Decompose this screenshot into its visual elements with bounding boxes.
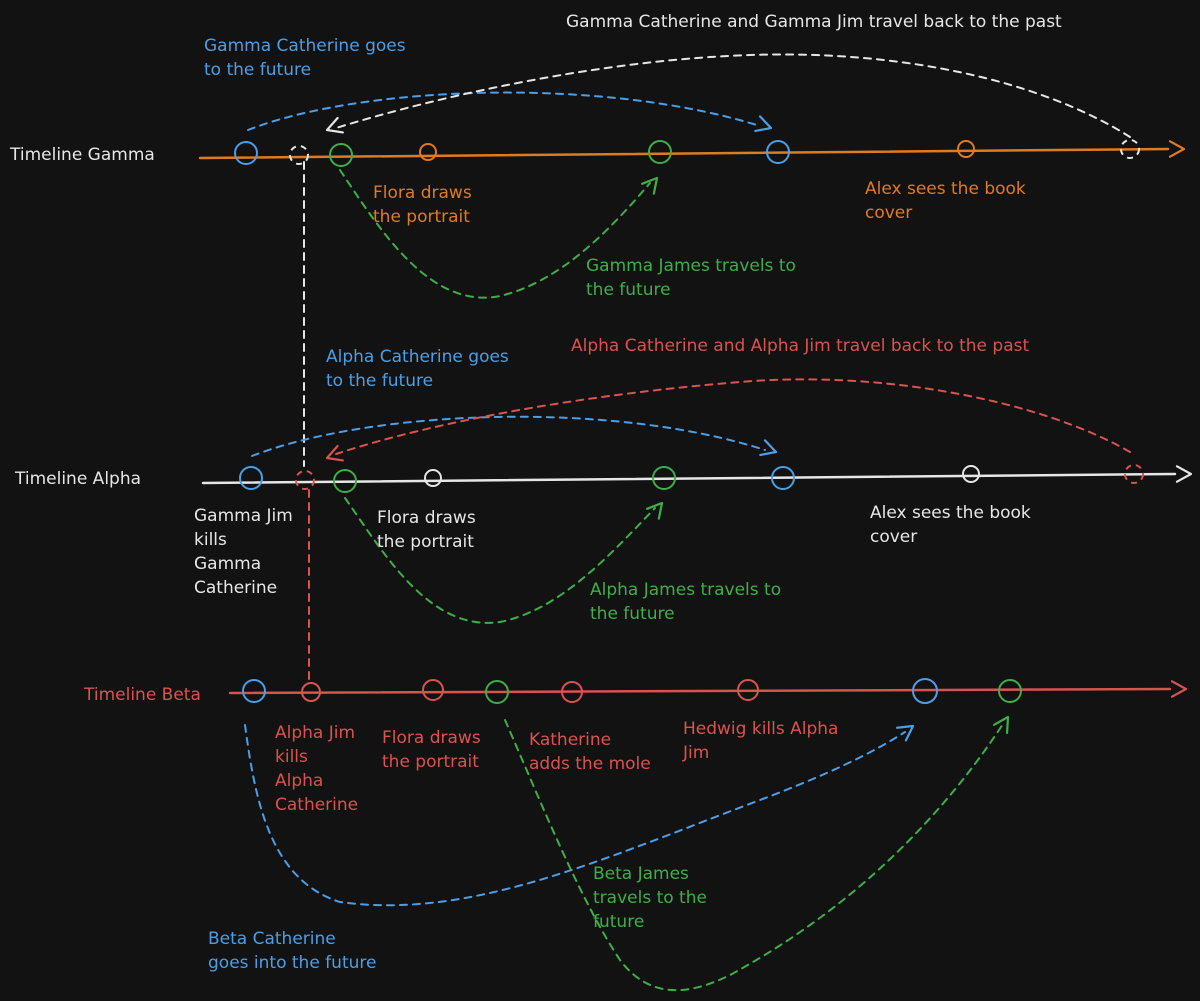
alpha-travel-back-label: Alpha Catherine and Alpha Jim travel bac… (571, 336, 1030, 356)
timeline-gamma-arrowhead (1168, 140, 1186, 158)
beta-catherine-start-node (242, 679, 266, 703)
alpha-james-arc (344, 497, 656, 624)
gamma-catherine-arrowhead (754, 115, 773, 133)
alpha-james-label: Alpha James travels to the future (590, 580, 782, 624)
timeline-beta-label: Timeline Beta (84, 685, 201, 705)
gamma-catherine-arc (247, 91, 761, 131)
alpha-flora-node (424, 469, 442, 487)
beta-james-end-node (998, 679, 1022, 703)
timeline-beta-arrowhead (1170, 680, 1188, 698)
alpha-alex-node (962, 465, 980, 483)
timeline-alpha-arrowhead (1175, 465, 1193, 483)
timeline-gamma-label: Timeline Gamma (10, 145, 155, 165)
beta-flora-label: Flora draws the portrait (382, 728, 481, 772)
gamma-departure-node (1120, 139, 1140, 159)
beta-james-arc (504, 719, 1004, 992)
alpha-james-start-node (333, 469, 357, 493)
alpha-catherine-start-node (239, 466, 263, 490)
gamma-travel-back-arrowhead (325, 116, 344, 134)
beta-catherine-end-node (912, 678, 938, 704)
beta-james-start-node (485, 680, 509, 704)
beta-james-label: Beta James travels to the future (593, 864, 707, 932)
gamma-travel-back-arc (335, 53, 1131, 138)
gamma-flora-node (419, 143, 437, 161)
gamma-alex-label: Alex sees the book cover (865, 179, 1026, 223)
timeline-beta-axis (228, 687, 1172, 695)
beta-catherine-arrowhead (895, 724, 915, 742)
gamma-travel-back-label: Gamma Catherine and Gamma Jim travel bac… (566, 12, 1062, 32)
timeline-alpha-axis (201, 472, 1177, 485)
alpha-travel-back-arrowhead (325, 444, 344, 462)
gamma-james-arrowhead (640, 176, 659, 195)
alpha-catherine-arrowhead (759, 439, 778, 457)
alpha-kills-label: Gamma Jim kills Gamma Catherine (194, 506, 293, 598)
beta-hedwig-label: Hedwig kills Alpha Jim (683, 719, 839, 763)
gamma-james-arc (339, 169, 651, 299)
gamma-alex-node (957, 140, 975, 158)
gamma-catherine-start-node (234, 141, 258, 165)
gamma-james-label: Gamma James travels to the future (586, 256, 796, 300)
beta-catherine-future-label: Beta Catherine goes into the future (208, 929, 377, 973)
gamma-catherine-future-label: Gamma Catherine goes to the future (204, 36, 406, 80)
alpha-arrival-node (295, 470, 315, 490)
beta-katherine-label: Katherine adds the mole (529, 730, 651, 774)
alpha-alex-label: Alex sees the book cover (870, 503, 1031, 547)
gamma-arrival-node (289, 145, 309, 165)
alpha-james-arrowhead (645, 501, 664, 520)
beta-james-arrowhead (992, 715, 1010, 735)
alpha-departure-node (1124, 464, 1144, 484)
alpha-flora-label: Flora draws the portrait (377, 508, 476, 552)
beta-flora-node (422, 679, 444, 701)
gamma-flora-label: Flora draws the portrait (373, 183, 472, 227)
beta-kill-node (301, 682, 321, 702)
beta-catherine-arc (244, 724, 906, 907)
alpha-catherine-arc (251, 415, 766, 457)
alpha-james-end-node (652, 466, 676, 490)
timeline-gamma-axis (198, 147, 1170, 160)
beta-hedwig-node (737, 679, 759, 701)
alpha-catherine-end-node (771, 466, 795, 490)
alpha-catherine-future-label: Alpha Catherine goes to the future (326, 347, 509, 391)
beta-katherine-node (561, 681, 583, 703)
timeline-alpha-label: Timeline Alpha (15, 469, 142, 489)
gamma-catherine-end-node (766, 140, 790, 164)
gamma-james-start-node (329, 143, 353, 167)
beta-kills-label: Alpha Jim kills Alpha Catherine (275, 723, 359, 815)
gamma-james-end-node (648, 140, 672, 164)
